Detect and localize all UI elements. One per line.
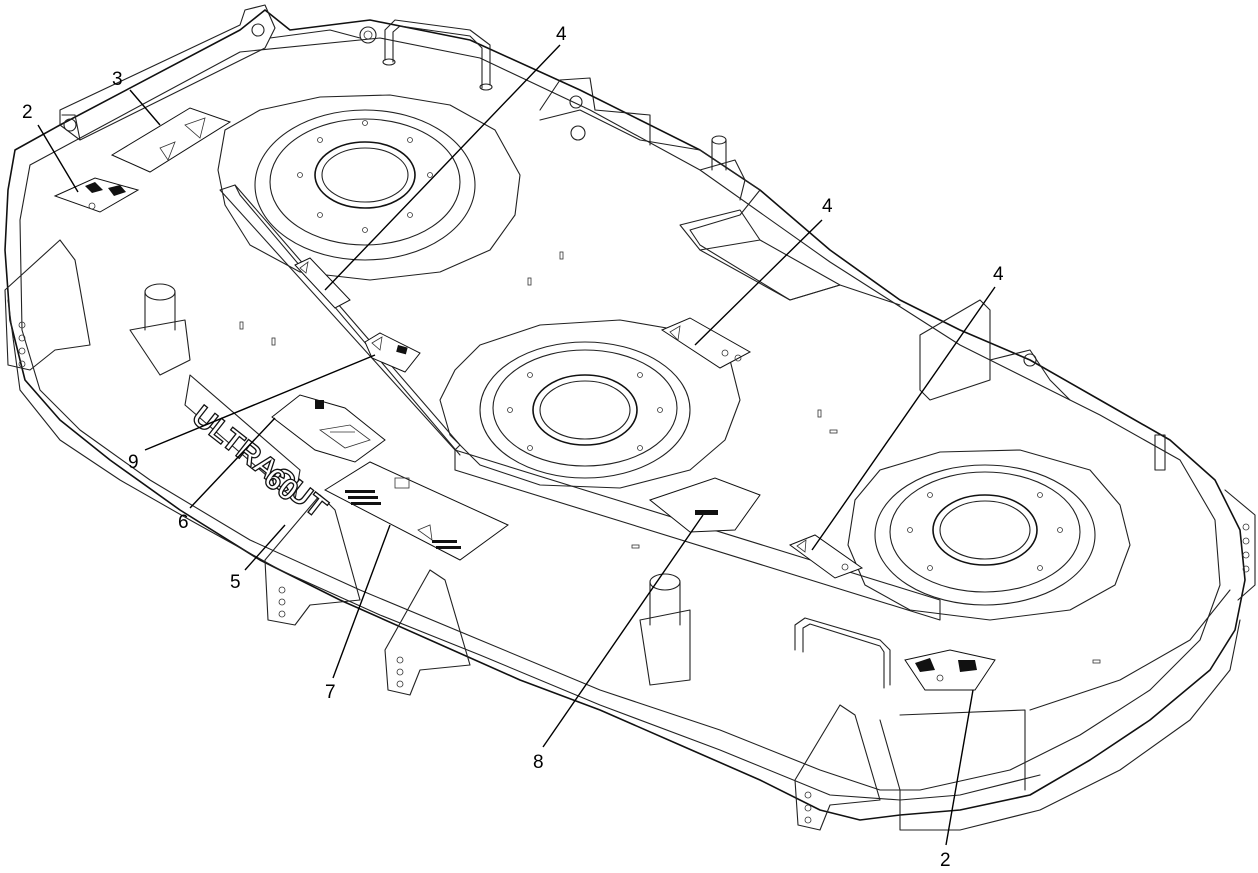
rear-handle bbox=[382, 19, 493, 91]
callout-c9: 7 bbox=[325, 682, 336, 703]
mower-deck bbox=[4, 9, 1256, 831]
callout-c8: 5 bbox=[230, 572, 241, 593]
leader-c7 bbox=[189, 417, 276, 509]
callout-c2: 3 bbox=[112, 69, 123, 90]
callout-c4: 4 bbox=[822, 196, 833, 217]
belt-shield bbox=[219, 184, 941, 621]
leader-c1 bbox=[37, 124, 79, 193]
leader-c11 bbox=[945, 689, 974, 846]
decal-2-left bbox=[53, 177, 140, 213]
deck-slots bbox=[239, 251, 1101, 664]
spindle-housing-right bbox=[847, 449, 1131, 621]
decal-8 bbox=[648, 477, 761, 533]
callout-c3: 4 bbox=[556, 24, 567, 45]
leader-c5 bbox=[811, 286, 996, 551]
leader-c8 bbox=[244, 524, 286, 571]
decal-4-left bbox=[294, 257, 351, 309]
decal-6 bbox=[271, 394, 386, 463]
callout-labels: 2 3 4 4 4 9 6 5 7 8 2 bbox=[22, 24, 1004, 871]
callout-c7: 6 bbox=[178, 512, 189, 533]
front-hanger-left bbox=[4, 239, 91, 371]
decal-9 bbox=[364, 332, 421, 373]
spindle-housing-left bbox=[217, 94, 521, 281]
front-handle bbox=[794, 617, 891, 689]
callout-c5: 4 bbox=[993, 264, 1004, 285]
front-hanger-right bbox=[794, 704, 881, 831]
leader-lines bbox=[37, 44, 996, 846]
front-hanger-center bbox=[384, 569, 471, 696]
decal-4-right bbox=[788, 534, 864, 579]
front-hanger-center-left bbox=[264, 494, 361, 626]
callout-c11: 2 bbox=[940, 850, 951, 871]
brand-logo: ULTRACUT 60 bbox=[184, 374, 334, 525]
callout-c10: 8 bbox=[533, 752, 544, 773]
right-bracket bbox=[919, 299, 1166, 471]
decal-4-center bbox=[660, 317, 752, 369]
leader-c2 bbox=[129, 89, 161, 126]
deck-top-surface bbox=[539, 77, 901, 306]
leader-c4 bbox=[694, 219, 823, 346]
rear-left-bracket bbox=[59, 4, 377, 141]
decal-3 bbox=[110, 107, 232, 173]
leader-c9 bbox=[332, 524, 391, 679]
callout-c1: 2 bbox=[22, 102, 33, 123]
center-pivot-post bbox=[639, 573, 691, 686]
left-pivot-post bbox=[129, 283, 191, 376]
callout-c6: 9 bbox=[128, 452, 139, 473]
decal-7 bbox=[323, 461, 509, 561]
leader-c6 bbox=[144, 354, 376, 451]
leader-c3 bbox=[324, 44, 561, 291]
decal-2-right bbox=[904, 649, 996, 691]
leader-c10 bbox=[542, 514, 704, 748]
